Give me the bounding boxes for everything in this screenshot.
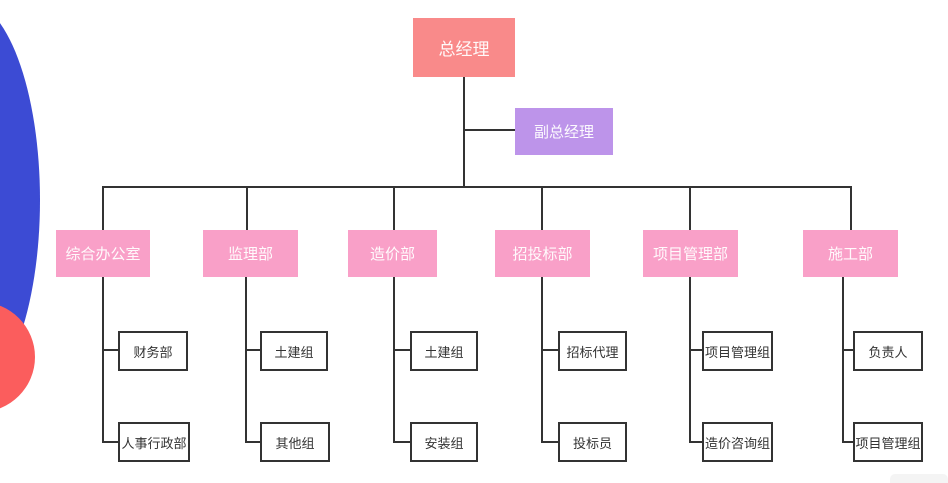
org-node-dept-3[interactable]: 造价部	[348, 230, 437, 277]
connector-col6-vertical	[842, 277, 844, 443]
decor-red-circle	[0, 302, 35, 412]
org-node-deputy-general-manager[interactable]: 副总经理	[515, 108, 613, 155]
watermark-chip	[890, 474, 948, 483]
connector-drop-dept1	[102, 186, 104, 231]
connector-distribution	[102, 186, 852, 188]
connector-stub-r1c5	[689, 349, 702, 351]
org-node-general-manager[interactable]: 总经理	[413, 18, 515, 77]
org-node-leaf-2-2[interactable]: 其他组	[260, 422, 330, 462]
connector-stub-r1c4	[541, 349, 558, 351]
org-node-dept-2[interactable]: 监理部	[203, 230, 298, 277]
org-node-leaf-6-2[interactable]: 项目管理组	[853, 422, 923, 462]
org-node-leaf-5-2[interactable]: 造价咨询组	[702, 422, 773, 462]
connector-stub-r2c6	[842, 441, 853, 443]
connector-stub-r2c5	[689, 441, 702, 443]
connector-drop-dept6	[850, 186, 852, 231]
connector-col4-vertical	[541, 277, 543, 443]
connector-drop-dept2	[246, 186, 248, 231]
connector-stub-r2c1	[102, 441, 118, 443]
connector-col5-vertical	[689, 277, 691, 443]
connector-stub-r1c2	[245, 349, 260, 351]
org-node-leaf-1-1[interactable]: 财务部	[118, 331, 188, 371]
org-node-dept-4[interactable]: 招投标部	[495, 230, 590, 277]
org-node-leaf-6-1[interactable]: 负责人	[853, 331, 923, 371]
org-node-leaf-3-2[interactable]: 安装组	[410, 422, 478, 462]
connector-stub-r2c2	[245, 441, 260, 443]
org-node-leaf-1-2[interactable]: 人事行政部	[118, 422, 190, 462]
org-node-leaf-4-1[interactable]: 招标代理	[558, 331, 627, 371]
org-node-dept-1[interactable]: 综合办公室	[56, 230, 150, 277]
connector-col2-vertical	[245, 277, 247, 443]
connector-deputy-stub	[463, 129, 515, 131]
connector-col1-vertical	[102, 277, 104, 443]
connector-stub-r2c4	[541, 441, 558, 443]
org-node-leaf-4-2[interactable]: 投标员	[558, 422, 627, 462]
connector-col3-vertical	[393, 277, 395, 443]
connector-trunk	[463, 77, 465, 187]
org-node-dept-6[interactable]: 施工部	[803, 230, 898, 277]
org-node-leaf-3-1[interactable]: 土建组	[410, 331, 478, 371]
org-node-dept-5[interactable]: 项目管理部	[643, 230, 738, 277]
connector-stub-r1c6	[842, 349, 853, 351]
connector-stub-r2c3	[393, 441, 410, 443]
org-node-leaf-5-1[interactable]: 项目管理组	[702, 331, 773, 371]
connector-stub-r1c3	[393, 349, 410, 351]
connector-stub-r1c1	[102, 349, 118, 351]
connector-drop-dept4	[541, 186, 543, 231]
org-node-leaf-2-1[interactable]: 土建组	[260, 331, 328, 371]
connector-drop-dept3	[393, 186, 395, 231]
connector-drop-dept5	[689, 186, 691, 231]
